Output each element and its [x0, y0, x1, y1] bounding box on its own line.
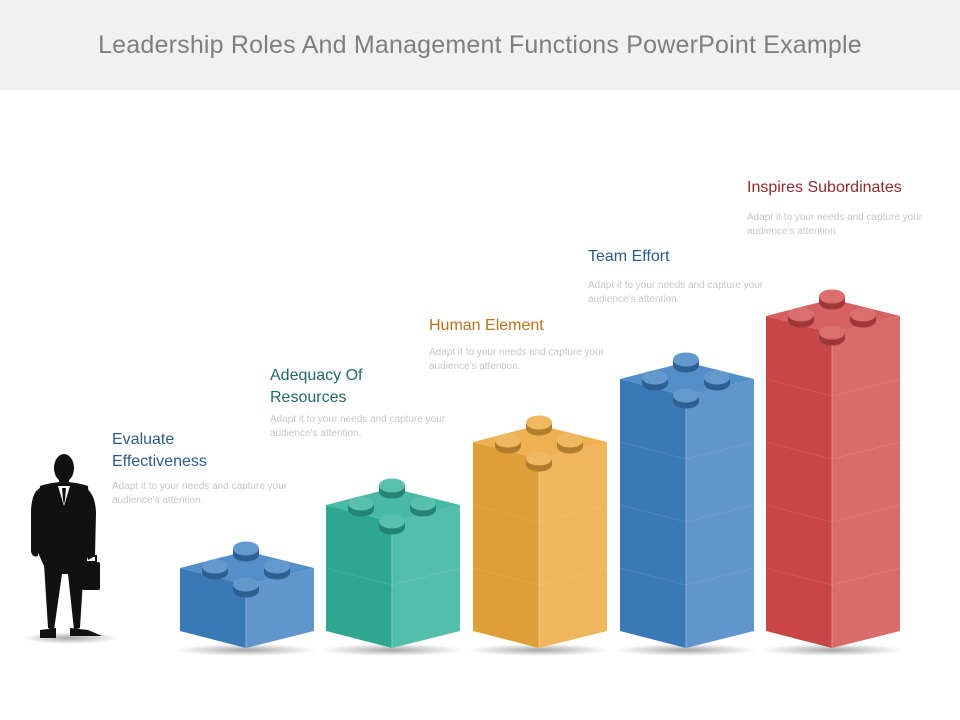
block-right-face: [832, 568, 900, 648]
block-stud-3: [264, 559, 290, 580]
step-label-human-element: Human Element: [429, 317, 544, 334]
block-stud-4: [233, 577, 259, 598]
businessman-silhouette-icon: [22, 454, 118, 644]
block-stack-4: [615, 352, 757, 656]
block-left-face: [620, 379, 686, 459]
block-left-face: [473, 568, 539, 648]
block-left-face: [473, 442, 539, 522]
step-label-adequacy-of-resources: Adequacy Of Resources: [270, 367, 363, 406]
block-left-face: [326, 568, 392, 648]
block-stud-2: [495, 433, 521, 454]
block-stud-4: [379, 514, 405, 535]
stack-shadow: [761, 644, 903, 656]
block-stud-3: [704, 370, 730, 391]
page-title: Leadership Roles And Management Function…: [98, 30, 862, 59]
stack-shadow: [175, 644, 317, 656]
block-stud-1: [233, 541, 259, 562]
block-right-face: [686, 505, 754, 585]
block-right-face: [539, 505, 607, 585]
step-description-adequacy-of-resources: Adapt it to your needs and capture your …: [270, 414, 446, 439]
block-stud-4: [819, 325, 845, 346]
block-left-face: [620, 442, 686, 522]
block-left-face: [766, 316, 832, 396]
stack-shadow: [468, 644, 610, 656]
block-stud-1: [819, 289, 845, 310]
block-stud-1: [526, 415, 552, 436]
block-stud-2: [642, 370, 668, 391]
block-right-face: [539, 442, 607, 522]
block-right-face: [246, 568, 314, 648]
block-stud-3: [410, 496, 436, 517]
block-stud-4: [526, 451, 552, 472]
block-left-face: [326, 505, 392, 585]
block-stud-2: [348, 496, 374, 517]
block-right-face: [392, 568, 460, 648]
block-stack-5: [761, 289, 903, 656]
block-right-face: [832, 379, 900, 459]
block-right-face: [832, 442, 900, 522]
block-stud-2: [202, 559, 228, 580]
block-stud-3: [850, 307, 876, 328]
title-bar: Leadership Roles And Management Function…: [0, 0, 960, 90]
block-left-face: [766, 442, 832, 522]
step-label-evaluate-effectiveness: Evaluate Effectiveness: [112, 431, 207, 470]
block-stud-3: [557, 433, 583, 454]
step-description-human-element: Adapt it to your needs and capture your …: [429, 347, 605, 372]
stack-shadow: [615, 644, 757, 656]
block-left-face: [180, 568, 246, 648]
block-stud-4: [673, 388, 700, 409]
step-label-inspires-subordinates: Inspires Subordinates: [747, 179, 902, 196]
step-description-evaluate-effectiveness: Adapt it to your needs and capture your …: [112, 481, 288, 506]
block-right-face: [686, 568, 754, 648]
block-stack-2: [321, 478, 463, 656]
block-stack-3: [468, 415, 610, 656]
block-stud-2: [788, 307, 814, 328]
block-left-face: [620, 568, 686, 648]
block-right-face: [392, 505, 460, 585]
step-description-team-effort: Adapt it to your needs and capture your …: [588, 280, 764, 305]
block-right-face: [686, 442, 754, 522]
block-stack-1: [175, 541, 317, 656]
stack-shadow: [321, 644, 463, 656]
block-right-face: [832, 316, 900, 396]
step-label-team-effort: Team Effort: [588, 248, 670, 265]
block-right-face: [832, 505, 900, 585]
block-right-face: [686, 379, 754, 459]
block-left-face: [766, 379, 832, 459]
block-left-face: [766, 505, 832, 585]
block-right-face: [539, 568, 607, 648]
block-left-face: [620, 505, 686, 585]
block-stud-1: [673, 352, 700, 373]
step-description-inspires-subordinates: Adapt it to your needs and capture your …: [747, 212, 923, 237]
block-left-face: [473, 505, 539, 585]
block-left-face: [766, 568, 832, 648]
block-stud-1: [379, 478, 405, 499]
